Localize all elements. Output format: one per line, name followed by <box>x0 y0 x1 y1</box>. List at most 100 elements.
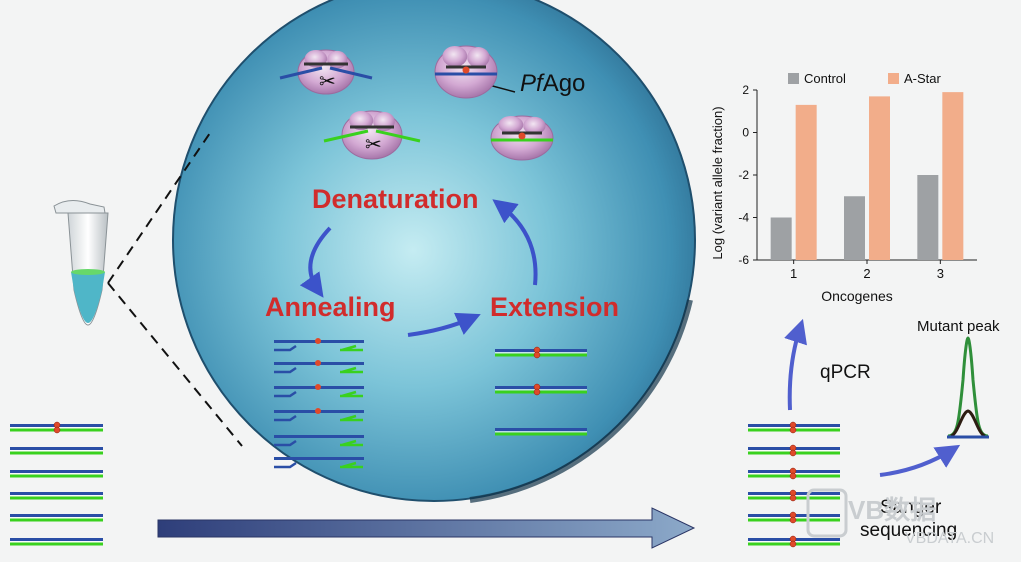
dna-duplex <box>495 428 587 436</box>
watermark-url: VBDATA.CN <box>905 530 995 547</box>
probe <box>340 390 363 398</box>
scissors-icon: ✂ <box>319 69 336 93</box>
mutant-peak-trace <box>947 336 989 439</box>
mutation-dot <box>462 66 470 74</box>
arrow-extend-to-denature <box>492 199 538 286</box>
zoom-line-bottom <box>107 282 243 447</box>
primer <box>274 344 297 352</box>
denaturation-label: Denaturation <box>312 184 479 214</box>
mutation-dot <box>315 360 321 366</box>
arrow-denature-to-anneal <box>299 226 332 298</box>
dna-duplex <box>748 444 840 457</box>
annealing-row <box>274 435 364 447</box>
legend-label-a-star: A-Star <box>904 71 942 86</box>
bar-control-3 <box>917 175 939 260</box>
bar-control-2 <box>844 196 865 260</box>
mutation-dot <box>789 472 797 480</box>
primer <box>274 461 297 469</box>
dna-duplex <box>748 535 840 548</box>
qpcr-arrow <box>784 318 807 411</box>
annealing-row <box>274 338 364 352</box>
pfago-enzyme: ✂ <box>323 110 421 160</box>
x-tick-label: 2 <box>863 266 870 281</box>
legend-swatch-a-star <box>888 73 899 84</box>
primer <box>274 414 297 422</box>
primer <box>274 439 297 447</box>
primer <box>274 366 297 374</box>
cleaved-strand <box>279 66 323 80</box>
mutation-dot <box>53 426 61 434</box>
scissors-icon: ✂ <box>365 132 382 156</box>
bar-control-1 <box>770 217 792 260</box>
sanger-arrow <box>879 444 961 477</box>
cleaved-strand <box>323 129 369 143</box>
dna-duplex <box>748 511 840 524</box>
legend-swatch-control <box>788 73 799 84</box>
qpcr-label: qPCR <box>820 362 871 383</box>
mutation-dot <box>315 384 321 390</box>
probe <box>340 414 363 422</box>
extension-label: Extension <box>490 292 620 322</box>
probe <box>340 344 363 352</box>
dna-duplex <box>748 489 840 502</box>
legend-label-control: Control <box>804 71 846 86</box>
sanger-label-2: sequencing <box>860 520 958 541</box>
dna-duplex <box>10 447 103 455</box>
mutation-dot <box>533 388 541 396</box>
annealing-row <box>274 408 364 422</box>
y-axis-title: Log (variant allele fraction) <box>710 106 725 259</box>
mutation-dot <box>789 449 797 457</box>
bar-a-star-1 <box>795 104 817 260</box>
dna-duplex <box>495 383 587 396</box>
bar-a-star-2 <box>869 96 890 260</box>
cleaved-strand <box>375 129 421 143</box>
pfago-rest: Ago <box>542 70 586 97</box>
watermark-logo-text: VB数据 <box>848 495 937 525</box>
annealing-row <box>274 384 364 398</box>
x-axis-title: Oncogenes <box>821 288 893 304</box>
dna-duplex <box>10 538 103 546</box>
pfago-enzyme <box>490 115 554 161</box>
annealing-label: Annealing <box>265 292 396 322</box>
y-tick-label: 2 <box>742 83 749 97</box>
mutation-dot <box>789 540 797 548</box>
arrow-anneal-to-extend <box>407 312 481 337</box>
primer <box>274 390 297 398</box>
annealing-row <box>274 457 364 469</box>
sanger-label-1: Sanger <box>880 497 942 518</box>
mutation-dot <box>315 408 321 414</box>
mutation-dot <box>315 338 321 344</box>
mutation-dot <box>533 351 541 359</box>
watermark-logo-box <box>806 488 848 538</box>
probe <box>340 439 363 447</box>
cleaved-strand <box>329 66 373 80</box>
pfago-italic: Pf <box>520 70 543 97</box>
dna-duplex <box>748 467 840 480</box>
mutant-peak-label: Mutant peak <box>917 318 1000 335</box>
annealing-row <box>274 360 364 374</box>
dna-duplex <box>10 492 103 500</box>
y-tick-label: -4 <box>738 211 749 225</box>
zoom-line-top <box>107 129 213 284</box>
dna-duplex <box>495 346 587 359</box>
x-tick-label: 3 <box>937 266 944 281</box>
bar-a-star-3 <box>942 92 964 260</box>
y-tick-label: -2 <box>738 168 749 182</box>
mutation-dot <box>789 516 797 524</box>
mutation-dot <box>518 132 526 140</box>
dna-duplex <box>10 514 103 522</box>
dna-duplex <box>10 421 103 434</box>
mutation-dot <box>789 426 797 434</box>
dna-duplex <box>10 470 103 478</box>
reaction-sphere <box>172 0 696 502</box>
probe <box>340 366 363 374</box>
reaction-tube <box>53 200 109 326</box>
mutation-dot <box>789 494 797 502</box>
pfago-enzyme: ✂ <box>279 49 373 95</box>
x-tick-label: 1 <box>790 266 797 281</box>
dna-duplex <box>748 421 840 434</box>
probe <box>340 461 363 469</box>
y-tick-label: -6 <box>738 253 749 267</box>
